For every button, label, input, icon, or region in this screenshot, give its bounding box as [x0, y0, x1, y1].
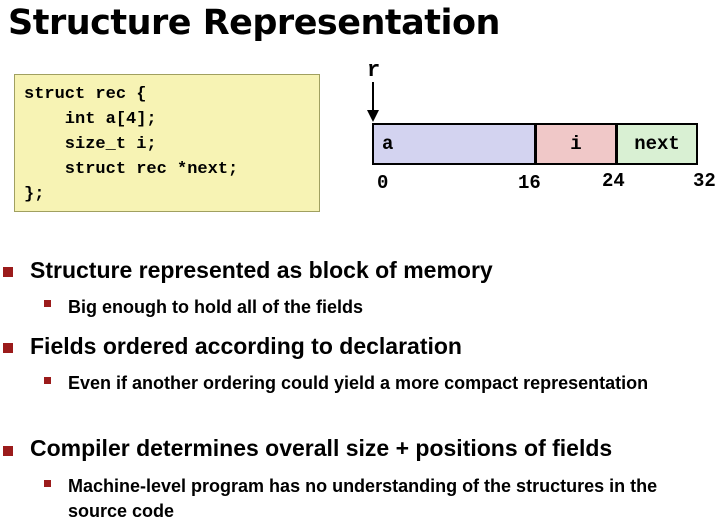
bullet-marker-icon [3, 446, 13, 456]
pointer-label: r [367, 58, 381, 83]
bullet-item: Compiler determines overall size + posit… [30, 435, 613, 461]
offset-label: 0 [377, 172, 389, 194]
offset-label: 32 [693, 170, 716, 192]
code-line: struct rec *next; [24, 160, 239, 179]
bullet-marker-icon [3, 343, 13, 353]
field-block-next: next [616, 123, 698, 165]
slide-title: Structure Representation [8, 3, 500, 43]
sub-bullet-marker-icon [44, 480, 51, 487]
code-line: int a[4]; [24, 110, 157, 129]
field-block-a: a [372, 123, 536, 165]
sub-bullet-marker-icon [44, 300, 51, 307]
sub-bullet-item: Big enough to hold all of the fields [68, 297, 363, 317]
field-label: next [634, 133, 680, 155]
sub-bullet-marker-icon [44, 377, 51, 384]
bullet-marker-icon [3, 267, 13, 277]
field-label: a [382, 133, 394, 155]
field-label: i [570, 133, 582, 155]
code-line: size_t i; [24, 135, 157, 154]
sub-bullet-item: Even if another ordering could yield a m… [68, 373, 649, 393]
bullet-item: Structure represented as block of memory [30, 257, 493, 283]
pointer-arrow-head-icon [367, 110, 379, 122]
pointer-arrow-line [372, 82, 374, 112]
offset-label: 16 [518, 172, 541, 194]
bullet-item: Fields ordered according to declaration [30, 333, 462, 359]
code-line: }; [24, 185, 45, 204]
offset-label: 24 [602, 170, 625, 192]
struct-code-box: struct rec { int a[4]; size_t i; struct … [14, 74, 320, 212]
sub-bullet-item: Machine-level program has no understandi… [68, 476, 658, 521]
field-block-i: i [535, 123, 617, 165]
code-line: struct rec { [24, 85, 147, 104]
